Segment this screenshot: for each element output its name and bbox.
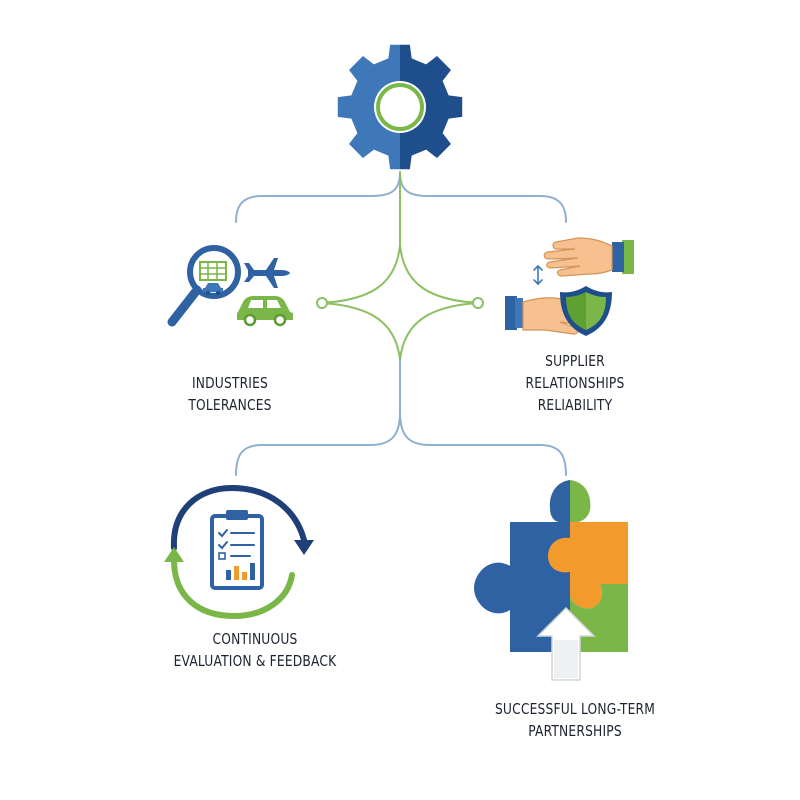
shield-icon [560,286,612,336]
star-node-left [316,297,328,309]
connectors [235,171,567,476]
label-partnerships-line2: PARTNERSHIPS [528,722,622,740]
gear-half-right [400,44,463,170]
connector-top-left [235,171,401,223]
label-supplier-line2: RELATIONSHIPS [525,374,625,392]
puzzle-piece-orange [570,522,628,609]
clipboard-cycle-icon [164,484,314,620]
label-partnerships: SUCCESSFUL LONG-TERM PARTNERSHIPS [481,698,670,742]
gear-ring [376,83,424,131]
connector-star [321,244,479,361]
puzzle-knob-middle [548,537,570,573]
label-industries: INDUSTRIES TOLERANCES [148,372,312,416]
connector-bottom-right [399,411,567,476]
building-icon [199,261,227,281]
label-supplier-line3: RELIABILITY [537,396,613,414]
exchange-arrows-icon [533,264,543,286]
gear-icon [337,44,463,170]
label-continuous-line2: EVALUATION & FEEDBACK [173,652,337,670]
bar-chart-icon [226,563,255,580]
connector-bottom-left [235,411,401,476]
label-supplier-line1: SUPPLIER [545,352,605,370]
magnifier-handle [167,285,202,327]
car-icon [237,296,293,327]
handshake-shield-icon [505,237,634,336]
label-industries-line1: INDUSTRIES [191,374,269,392]
upper-hand-icon [543,237,634,277]
label-continuous: CONTINUOUS EVALUATION & FEEDBACK [153,628,358,672]
gear-hole [374,81,426,133]
label-supplier: SUPPLIER RELATIONSHIPS RELIABILITY [489,350,661,416]
up-arrow-icon [536,606,596,681]
label-continuous-line1: CONTINUOUS [212,630,298,648]
clipboard-clip [226,510,248,520]
label-industries-line2: TOLERANCES [188,396,272,414]
label-partnerships-line1: SUCCESSFUL LONG-TERM [494,700,656,718]
cycle-arrow-blue [170,484,307,551]
puzzle-piece-blue [474,522,570,652]
small-car-icon [203,283,223,295]
airplane-icon [244,258,290,288]
gear-half-left [337,44,400,170]
magnifier-vehicles-icon [167,245,293,327]
magnifier-lens [187,245,241,299]
connector-top-right [399,171,567,223]
puzzle-arrow-icon [474,480,628,681]
cycle-arrow-green [171,557,295,620]
checklist-icon [218,529,255,560]
star-node-right [472,297,484,309]
